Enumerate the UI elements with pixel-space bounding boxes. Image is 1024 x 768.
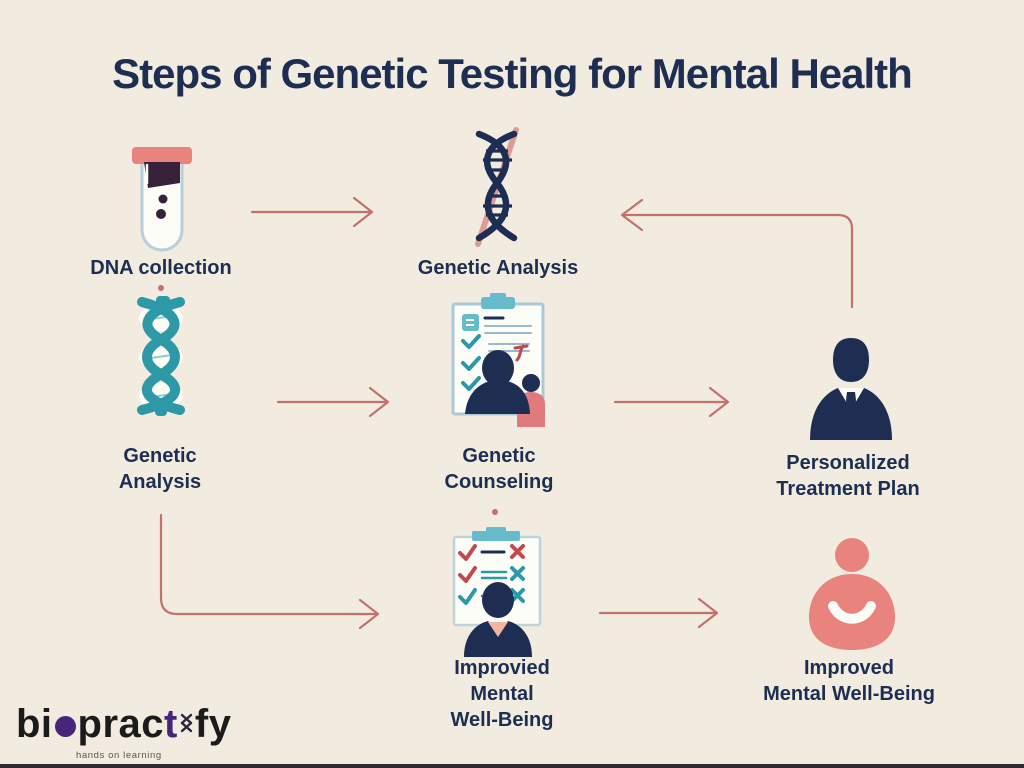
arrow-analysis-to-wellbeing [159,513,380,630]
logo-o-disc-icon [54,716,76,737]
label-improvied-wellbeing: Improvied Mental Well-Being [450,657,554,731]
label-dna-collection: DNA collection [90,257,232,279]
logo-dna-letter-icon [180,713,193,733]
label-improved-wellbeing: Improved Mental Well-Being [763,657,935,705]
connector-dot [158,285,164,291]
test-tube-icon [132,147,192,252]
label-personalized-treatment: Personalized Treatment Plan [776,452,920,500]
logo-text: bi [16,702,53,746]
checklist-person-icon [452,527,542,657]
arrow-wellbeing-to-improved [598,597,719,629]
bottom-edge-bar [0,764,1024,768]
arrow-collection-to-analysis [250,196,374,228]
label-genetic-counseling: Genetic Counseling [444,445,554,493]
dna-helix-navy-icon [475,127,519,247]
arrow-treatment-to-analysis [620,198,854,309]
logo-tagline: hands on learning [76,750,162,761]
page-title: Steps of Genetic Testing for Mental Heal… [112,50,913,97]
businessman-icon [810,338,892,440]
logo-text: fy [194,702,232,746]
label-genetic-analysis: Genetic Analysis [118,445,202,493]
arrow-analysis-to-counseling [276,386,390,418]
dna-helix-teal-icon [137,296,185,416]
logo-text: prac [77,702,165,746]
connector-dot [492,509,498,515]
logo-text-purple-t: t [164,702,178,746]
arrow-counseling-to-treatment [613,386,730,418]
happy-person-icon [809,538,895,650]
label-genetic-analysis-top: Genetic Analysis [417,257,579,279]
counseling-clipboard-icon [451,293,545,427]
